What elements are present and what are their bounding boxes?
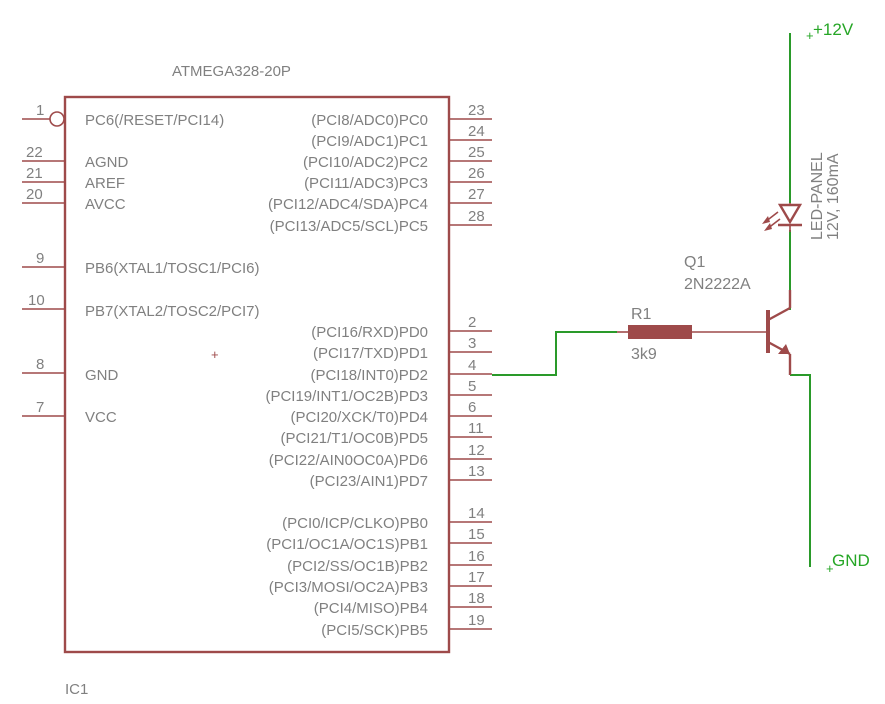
pin-number: 23 (468, 102, 485, 119)
ic-left-pins: 1 PC6(/RESET/PCI14) 22 AGND 21 AREF 20 A… (22, 102, 260, 426)
pin-name: (PCI3/MOSI/OC2A)PB3 (269, 579, 428, 596)
pin-name: (PCI12/ADC4/SDA)PC4 (268, 196, 428, 213)
pin-name: GND (85, 367, 119, 384)
pin-number: 21 (26, 165, 43, 182)
led-name: LED-PANEL (809, 152, 826, 240)
pin-name: (PCI22/AIN0OC0A)PD6 (269, 452, 428, 469)
pin-name: (PCI23/AIN1)PD7 (310, 473, 428, 490)
ic-origin-mark: + (211, 347, 219, 362)
pin-number: 10 (28, 292, 45, 309)
pin-name: (PCI19/INT1/OC2B)PD3 (265, 388, 428, 405)
pin-name: (PCI2/SS/OC1B)PB2 (287, 558, 428, 575)
pin-name: (PCI1/OC1A/OC1S)PB1 (266, 536, 428, 553)
pin-number: 9 (36, 250, 44, 267)
led-rating: 12V, 160mA (825, 153, 842, 240)
pin-name: (PCI21/T1/OC0B)PD5 (280, 430, 428, 447)
pin-number: 5 (468, 378, 476, 395)
pin-number: 3 (468, 335, 476, 352)
pin-number: 12 (468, 442, 485, 459)
led-ray-arrow (762, 216, 770, 224)
pin-number: 20 (26, 186, 43, 203)
pin-name: (PCI20/XCK/T0)PD4 (290, 409, 428, 426)
pin-name: (PCI13/ADC5/SCL)PC5 (270, 218, 428, 235)
pin-number: 18 (468, 590, 485, 607)
pin-name: (PCI17/TXD)PD1 (313, 345, 428, 362)
pin-number: 13 (468, 463, 485, 480)
led-panel: LED-PANEL 12V, 160mA (762, 152, 842, 240)
pin-number: 4 (468, 357, 476, 374)
pin-name: (PCI8/ADC0)PC0 (311, 112, 428, 129)
supply-net-mark: + (806, 28, 814, 43)
led-ray-arrow (764, 223, 772, 231)
transistor-q1: Q1 2N2222A (684, 254, 792, 375)
pin-name: (PCI9/ADC1)PC1 (311, 133, 428, 150)
pin-name: (PCI10/ADC2)PC2 (303, 154, 428, 171)
pin-name: AREF (85, 175, 125, 192)
pin-number: 7 (36, 399, 44, 416)
pin-name: (PCI0/ICP/CLKO)PB0 (282, 515, 428, 532)
pin-number: 19 (468, 612, 485, 629)
ic-right-pins: 23 (PCI8/ADC0)PC0 24 (PCI9/ADC1)PC1 25 (… (265, 102, 492, 639)
pin-number: 6 (468, 399, 476, 416)
ground-net-mark: + (826, 561, 834, 576)
resistor-value: 3k9 (631, 346, 657, 363)
supply-net-label: +12V (813, 20, 854, 39)
ic-designator: IC1 (65, 681, 88, 698)
resistor-r1: R1 3k9 (617, 306, 768, 363)
pin-name: (PCI18/INT0)PD2 (310, 367, 428, 384)
pin-number: 17 (468, 569, 485, 586)
pin-name: (PCI11/ADC3)PC3 (304, 175, 428, 192)
pin-name: (PCI16/RXD)PD0 (311, 324, 428, 341)
pin-number: 2 (468, 314, 476, 331)
pin-number: 1 (36, 102, 44, 119)
ground-net-label: GND (832, 551, 870, 570)
pin-name: VCC (85, 409, 117, 426)
transistor-value: 2N2222A (684, 276, 751, 293)
pin-number: 14 (468, 505, 485, 522)
pin-number: 8 (36, 356, 44, 373)
pin-name: PB7(XTAL2/TOSC2/PCI7) (85, 303, 260, 320)
wire-emitter-to-ground (790, 374, 811, 567)
pin-name: PB6(XTAL1/TOSC1/PCI6) (85, 260, 260, 277)
pin-name: AVCC (85, 196, 126, 213)
pin-name: (PCI5/SCK)PB5 (321, 622, 428, 639)
pin-number: 22 (26, 144, 43, 161)
pin-number: 16 (468, 548, 485, 565)
pin-number: 27 (468, 186, 485, 203)
transistor-designator: Q1 (684, 254, 705, 271)
pin-name: (PCI4/MISO)PB4 (314, 600, 428, 617)
pin-number: 24 (468, 123, 485, 140)
pin-number: 11 (468, 420, 484, 437)
wire-pd2-to-r1 (492, 331, 617, 376)
pin-number: 15 (468, 526, 485, 543)
pin-number: 28 (468, 208, 485, 225)
pin-number: 25 (468, 144, 485, 161)
transistor-collector (767, 306, 791, 322)
pin-name: PC6(/RESET/PCI14) (85, 112, 224, 129)
resistor-designator: R1 (631, 306, 652, 323)
pin-inversion-bubble (49, 111, 65, 127)
pin-name: AGND (85, 154, 129, 171)
resistor-body (628, 325, 692, 339)
pin-number: 26 (468, 165, 485, 182)
led-triangle (777, 203, 803, 225)
transistor-emitter-arrow (778, 344, 790, 354)
ic-part-number: ATMEGA328-20P (172, 63, 291, 80)
